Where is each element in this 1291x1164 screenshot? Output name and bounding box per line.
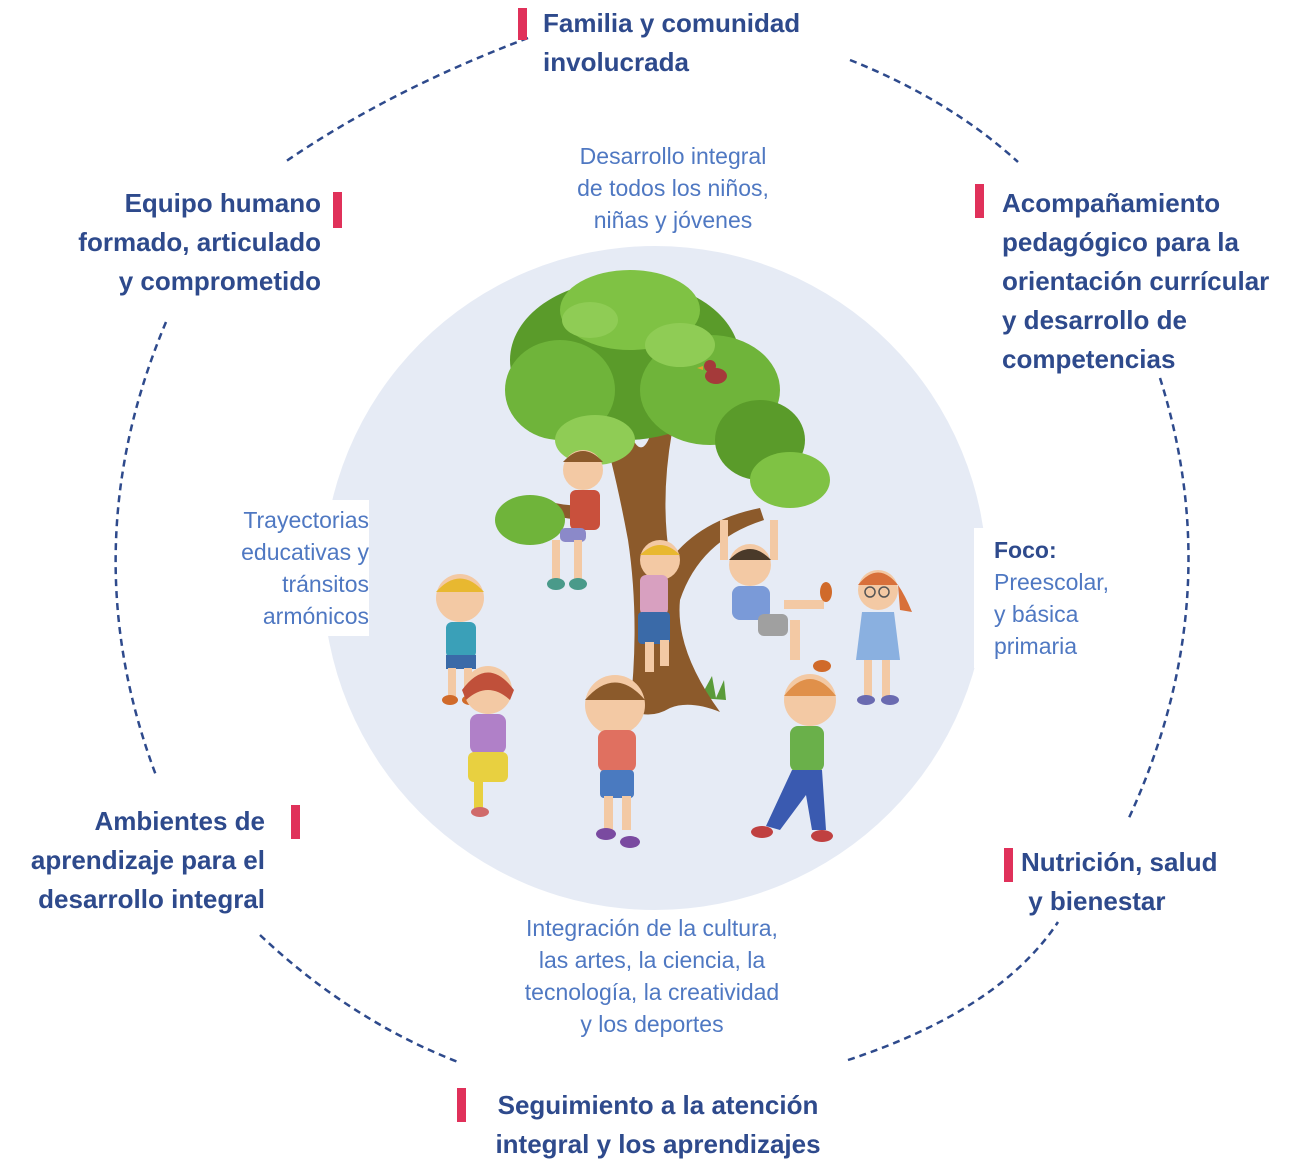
label-ambientes-line: Ambientes de [94, 806, 266, 836]
inner-integracion-line: tecnología, la creatividad [524, 979, 780, 1005]
ring-segment-bottom-left [259, 934, 459, 1064]
inner-desarrollo-line: Desarrollo integral [579, 143, 767, 169]
inner-integracion-line: las artes, la ciencia, la [538, 947, 766, 973]
ring-segment-right [1126, 377, 1190, 821]
accent-bar-familia [518, 8, 527, 40]
inner-trayectorias-line: armónicos [262, 603, 369, 629]
focus-box: Foco: Preescolar, y básica primaria [974, 528, 1144, 668]
child-climbing-tree [638, 540, 680, 672]
inner-integracion-line: Integración de la cultura, [526, 915, 778, 941]
label-seguimiento: Seguimiento a la atención integral y los… [478, 1086, 838, 1164]
child-hanging-from-branch [720, 520, 832, 672]
inner-trayectorias: Trayectorias educativas y tránsitos armó… [227, 500, 369, 636]
inner-trayectorias-line: Trayectorias [243, 507, 369, 533]
label-equipo: Equipo humano formado, articulado y comp… [78, 184, 321, 301]
label-acompanamiento-line: pedagógico para la [1002, 227, 1239, 257]
accent-bar-nutricion [1004, 848, 1013, 882]
children-tree-illustration [436, 270, 912, 848]
accent-bar-equipo [333, 192, 342, 228]
label-acompanamiento-line: competencias [1002, 344, 1176, 374]
label-equipo-line: y comprometido [118, 266, 321, 296]
bird-icon [697, 360, 727, 384]
accent-bar-seguimiento [457, 1088, 466, 1122]
inner-trayectorias-line: educativas y [241, 539, 369, 565]
label-ambientes-line: aprendizaje para el [30, 845, 265, 875]
label-acompanamiento: Acompañamiento pedagógico para la orient… [1002, 184, 1269, 379]
label-nutricion-line: y bienestar [1021, 886, 1166, 916]
label-nutricion: Nutrición, salud y bienestar [1021, 843, 1217, 921]
ring-segment-bottom-right [847, 921, 1060, 1062]
label-seguimiento-line: integral y los aprendizajes [495, 1129, 821, 1159]
accent-bar-acompanamiento [975, 184, 984, 218]
child-boy-bottom-center [585, 675, 645, 848]
inner-desarrollo-line: de todos los niños, [577, 175, 769, 201]
inner-trayectorias-line: tránsitos [282, 571, 369, 597]
child-boy-bottom-right [751, 674, 836, 842]
label-equipo-line: Equipo humano [124, 188, 321, 218]
accent-bar-ambientes [291, 805, 300, 839]
label-familia: Familia y comunidad involucrada [543, 4, 800, 82]
child-girl-dancing [462, 666, 514, 817]
label-acompanamiento-line: Acompañamiento [1002, 188, 1221, 218]
label-seguimiento-line: Seguimiento a la atención [497, 1090, 819, 1120]
label-ambientes-line: desarrollo integral [38, 884, 265, 914]
outer-ring [114, 36, 1190, 1064]
label-familia-line: involucrada [543, 47, 689, 77]
inner-integracion-line: y los deportes [580, 1011, 724, 1037]
ring-segment-top-left [284, 36, 529, 164]
label-nutricion-line: Nutrición, salud [1021, 847, 1218, 877]
label-equipo-line: formado, articulado [78, 227, 321, 257]
label-ambientes: Ambientes de aprendizaje para el desarro… [31, 802, 265, 919]
ring-segment-top-right [849, 58, 1019, 163]
ring-segment-left [114, 321, 168, 779]
focus-line: Preescolar, [994, 569, 1110, 595]
focus-line: primaria [994, 633, 1078, 659]
label-acompanamiento-line: orientación currícular [1002, 266, 1270, 296]
label-familia-line: Familia y comunidad [543, 8, 801, 38]
inner-desarrollo-integral: Desarrollo integral de todos los niños, … [533, 140, 813, 236]
focus-title: Foco: [994, 537, 1057, 563]
inner-desarrollo-line: niñas y jóvenes [593, 207, 753, 233]
child-sitting-on-branch [547, 450, 603, 590]
focus-line: y básica [994, 601, 1079, 627]
child-girl-glasses [856, 570, 912, 705]
inner-integracion: Integración de la cultura, las artes, la… [492, 912, 812, 1040]
label-acompanamiento-line: y desarrollo de [1002, 305, 1187, 335]
